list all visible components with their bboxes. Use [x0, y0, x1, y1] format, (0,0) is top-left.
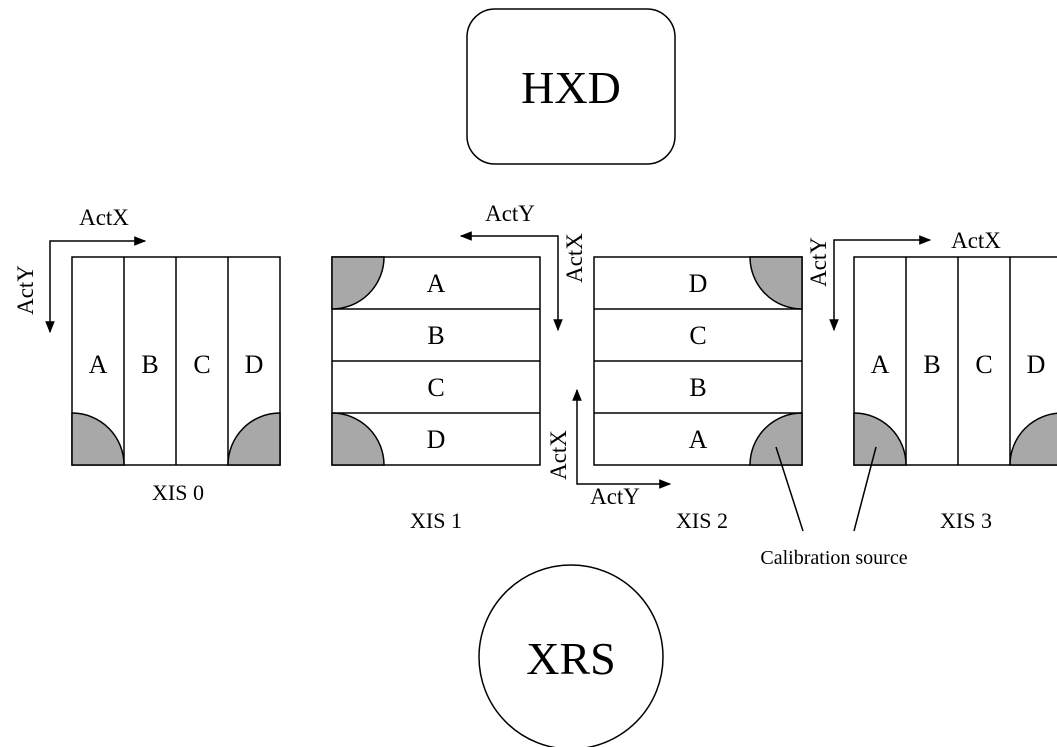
xis3-segment-c: C: [975, 350, 992, 379]
xis1-segment-c: C: [427, 373, 444, 402]
xis0-caption: XIS 0: [152, 480, 204, 505]
xis3-segment-a: A: [871, 350, 890, 379]
hxd-box: HXD: [466, 8, 676, 165]
xis1-segment-a: A: [427, 269, 446, 298]
xis1-segment-b: B: [427, 321, 444, 350]
xis0-detector: A B C D ActX ActY XIS 0: [13, 205, 281, 505]
xis0-segment-b: B: [141, 350, 158, 379]
xis0-segment-c: C: [193, 350, 210, 379]
xrs-circle: XRS: [478, 564, 664, 747]
xis2-segment-c: C: [689, 321, 706, 350]
xis2-detector: D C B A ActX ActY XIS 2: [546, 256, 803, 533]
leader-line: [853, 446, 877, 532]
xis0-axis-arrows: [45, 236, 147, 334]
hxd-label: HXD: [521, 62, 621, 113]
xis3-actx-label: ActX: [951, 228, 1001, 253]
xis2-caption: XIS 2: [676, 508, 728, 533]
xis2-segment-d: D: [689, 269, 708, 298]
calibration-source-corner: [749, 256, 803, 310]
xis1-acty-label: ActY: [485, 201, 535, 226]
xis1-detector: A B C D ActY ActX XIS 1: [331, 201, 587, 533]
xis0-segment-a: A: [89, 350, 108, 379]
calibration-source-corner: [853, 412, 907, 466]
leader-line: [775, 446, 804, 532]
xis3-caption: XIS 3: [940, 508, 992, 533]
xis2-segment-a: A: [689, 425, 708, 454]
xis1-actx-label: ActX: [562, 233, 587, 283]
xis3-detector: A B C D ActX ActY XIS 3: [806, 228, 1057, 533]
xis1-segment-d: D: [427, 425, 446, 454]
xis3-segment-d: D: [1027, 350, 1046, 379]
calibration-source-corner: [227, 412, 281, 466]
calibration-source-corner: [1009, 412, 1057, 466]
calibration-source-corner: [71, 412, 125, 466]
xis2-actx-label: ActX: [546, 430, 571, 480]
xis2-segment-b: B: [689, 373, 706, 402]
xis2-axis-arrows: [572, 388, 672, 489]
xis0-acty-label: ActY: [13, 265, 38, 315]
xis1-caption: XIS 1: [410, 508, 462, 533]
calibration-source-corner: [331, 256, 385, 310]
xis3-axis-arrows: [829, 235, 932, 332]
calibration-source-label: Calibration source: [760, 547, 907, 569]
xis3-segment-b: B: [923, 350, 940, 379]
xrs-label: XRS: [526, 633, 615, 684]
calibration-source-corner: [749, 412, 803, 466]
calibration-source-callout: Calibration source: [760, 446, 908, 569]
calibration-source-corner: [331, 412, 385, 466]
xis2-acty-label: ActY: [590, 484, 640, 509]
xis0-segment-d: D: [245, 350, 264, 379]
xis3-acty-label: ActY: [806, 237, 831, 287]
xis0-actx-label: ActX: [79, 205, 129, 230]
xis1-axis-arrows: [459, 231, 563, 332]
